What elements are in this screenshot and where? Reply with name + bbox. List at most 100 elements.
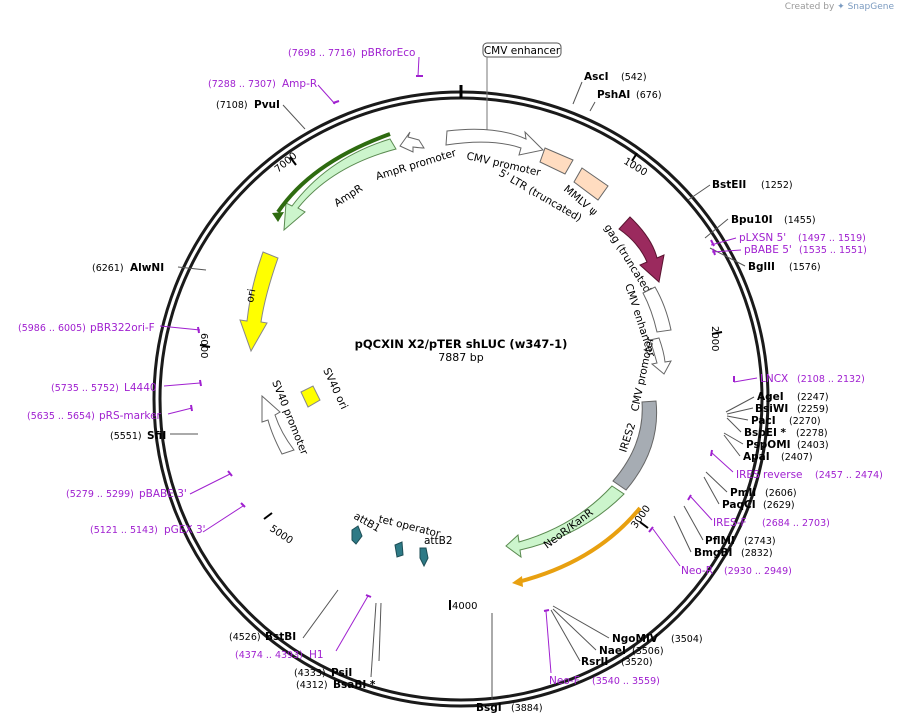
primer-pos-pbrforeco: (7698 .. 7716)	[288, 48, 356, 59]
feature-neokan[interactable]: NeoR/KanR	[505, 485, 625, 559]
primer-pos-neo-f: (3540 .. 3559)	[592, 676, 660, 687]
feature-cmv-promoter-1[interactable]: CMV promoter	[445, 128, 545, 179]
enzyme-name-pflmi[interactable]: PflMI	[705, 535, 735, 547]
primer-name-pbr322ori-f[interactable]: pBR322ori-F	[90, 322, 155, 334]
enzyme-name-bsteii[interactable]: BstEII	[712, 179, 746, 191]
snapgene-logo-icon: ✦	[837, 2, 845, 12]
tick-label-4000: 4000	[452, 601, 477, 612]
enzyme-name-bpu10i[interactable]: Bpu10I	[731, 214, 773, 226]
enzyme-name-alwni[interactable]: AlwNI	[130, 262, 164, 274]
enzyme-pos-bglii: (1576)	[789, 262, 821, 273]
enzyme-pos-pflmi: (2743)	[744, 536, 776, 547]
enzyme-name-asci[interactable]: AscI	[584, 71, 609, 83]
enzyme-name-pvui[interactable]: PvuI	[254, 99, 280, 111]
enzyme-name-bstbi[interactable]: BstBI	[265, 631, 296, 643]
enzyme-pos-bsteii: (1252)	[761, 180, 793, 191]
enzyme-name-bglii[interactable]: BglII	[748, 261, 775, 273]
enzyme-name-pspomi[interactable]: PspOMI	[746, 439, 791, 451]
enzyme-pos-bsabi: (4312)	[296, 680, 328, 691]
enzyme-name-naei[interactable]: NaeI	[599, 645, 626, 657]
enzyme-name-paqci[interactable]: PaqCI	[722, 499, 756, 511]
primer-pos-neo-r: (2930 .. 2949)	[724, 566, 792, 577]
tick-label-5000: 5000	[267, 523, 294, 546]
enzyme-pos-apai: (2407)	[781, 452, 813, 463]
primer-name-l4440[interactable]: L4440	[124, 382, 157, 394]
attb2-label: attB2	[424, 535, 453, 547]
enzyme-pos-pshai: (676)	[636, 90, 662, 101]
enzyme-name-sfii[interactable]: SfiI	[147, 430, 166, 442]
primer-name-pbabe3[interactable]: pBABE 3'	[139, 488, 187, 500]
primer-pos-ires-reverse: (2457 .. 2474)	[815, 470, 883, 481]
feature-cmv-enhancer-top[interactable]: CMV enhancer	[482, 42, 562, 131]
tick-label-6000: 6000	[198, 333, 209, 358]
primer-pos-ampr: (7288 .. 7307)	[208, 79, 276, 90]
feature-attb2[interactable]: attB2	[419, 535, 453, 568]
cmv-enhancer-top-label: CMV enhancer	[484, 45, 561, 57]
enzyme-name-pmli[interactable]: PmlI	[730, 487, 756, 499]
primer-pos-pbabe3: (5279 .. 5299)	[66, 489, 134, 500]
primer-name-neo-r[interactable]: Neo-R	[681, 565, 713, 577]
tick-label-2000: 2000	[709, 326, 720, 351]
primer-name-pgex3[interactable]: pGEX 3'	[164, 524, 206, 536]
primer-name-ires-reverse[interactable]: IRES reverse	[736, 469, 803, 481]
primer-name-lncx[interactable]: LNCX	[760, 373, 788, 385]
enzyme-name-bspei[interactable]: BspEI *	[744, 427, 787, 439]
ori-label: ori	[244, 288, 258, 304]
ampr-outer-arc	[276, 132, 391, 214]
primer-name-plxsn5[interactable]: pLXSN 5'	[739, 232, 786, 244]
feature-ori[interactable]: ori	[239, 251, 279, 353]
primer-name-prs-marker[interactable]: pRS-marker	[99, 410, 162, 422]
plasmid-name: pQCXIN X2/pTER shLUC (w347-1)	[355, 337, 568, 351]
primer-name-ampr[interactable]: Amp-R	[282, 78, 317, 90]
primer-name-pbrforeco[interactable]: pBRforEco	[361, 47, 415, 59]
enzyme-pos-psii: (4333)	[294, 668, 326, 679]
enzyme-pos-ngomiv: (3504)	[671, 634, 703, 645]
tick-5000: 5000	[263, 512, 295, 547]
enzyme-name-psii[interactable]: PsiI	[331, 667, 352, 679]
primer-name-neo-f[interactable]: Neo-F	[549, 675, 580, 687]
enzyme-leader-lines	[170, 81, 755, 700]
primer-pos-h1: (4374 .. 4393)	[235, 650, 303, 661]
ampr-label: AmpR	[332, 182, 365, 209]
enzyme-name-bsgi[interactable]: BsgI	[476, 702, 502, 714]
sv40-ori-label: SV40 ori	[320, 366, 350, 411]
enzyme-pos-sfii: (5551)	[110, 431, 142, 442]
enzyme-name-bsiwi[interactable]: BsiWI	[755, 403, 788, 415]
primer-name-pbabe5[interactable]: pBABE 5'	[744, 244, 792, 256]
primer-pos-prs-marker: (5635 .. 5654)	[27, 411, 95, 422]
enzyme-name-bsabi[interactable]: BsaBI *	[333, 679, 376, 691]
enzyme-name-ngomiv[interactable]: NgoMIV	[612, 633, 659, 645]
primer-marks	[190, 75, 735, 612]
primer-name-ires-f[interactable]: IRES-F	[713, 517, 747, 529]
primer-name-h1[interactable]: H1	[309, 649, 324, 661]
enzyme-pos-alwni: (6261)	[92, 263, 124, 274]
ampr-promoter-label: AmpR promoter	[374, 147, 458, 183]
tick-6000: 6000	[198, 333, 211, 358]
enzyme-pos-bsiwi: (2259)	[797, 404, 829, 415]
ampr-outer-arrowhead	[272, 212, 284, 222]
feature-attb1[interactable]: attB1	[351, 510, 383, 545]
primer-pos-pgex3: (5121 .. 5143)	[90, 525, 158, 536]
enzyme-name-agei[interactable]: AgeI	[757, 391, 784, 403]
credit-prefix: Created by	[784, 2, 835, 12]
primer-pos-lncx: (2108 .. 2132)	[797, 374, 865, 385]
tick-2000: 2000	[709, 326, 723, 351]
enzyme-pos-bsgi: (3884)	[511, 703, 543, 714]
enzyme-pos-rsrii: (3520)	[621, 657, 653, 668]
enzyme-name-rsrii[interactable]: RsrII	[581, 656, 608, 668]
primer-pos-ires-f: (2684 .. 2703)	[762, 518, 830, 529]
enzyme-name-bmgbi[interactable]: BmgBI	[694, 547, 732, 559]
enzyme-name-apai[interactable]: ApaI	[743, 451, 770, 463]
enzyme-pos-pvui: (7108)	[216, 100, 248, 111]
primer-leader-lines	[159, 56, 758, 674]
enzyme-name-paci[interactable]: PacI	[751, 415, 776, 427]
neokan-label: NeoR/KanR	[542, 507, 596, 552]
neo-outer-arrowhead	[512, 576, 523, 587]
enzyme-pos-bpu10i: (1455)	[784, 215, 816, 226]
neo-outer-arc	[517, 506, 642, 584]
feature-ires[interactable]: IRES2	[612, 400, 658, 491]
primer-pos-plxsn5: (1497 .. 1519)	[798, 233, 866, 244]
enzyme-name-pshai[interactable]: PshAI	[597, 89, 630, 101]
feature-sv40-ori[interactable]: SV40 ori	[300, 366, 350, 411]
